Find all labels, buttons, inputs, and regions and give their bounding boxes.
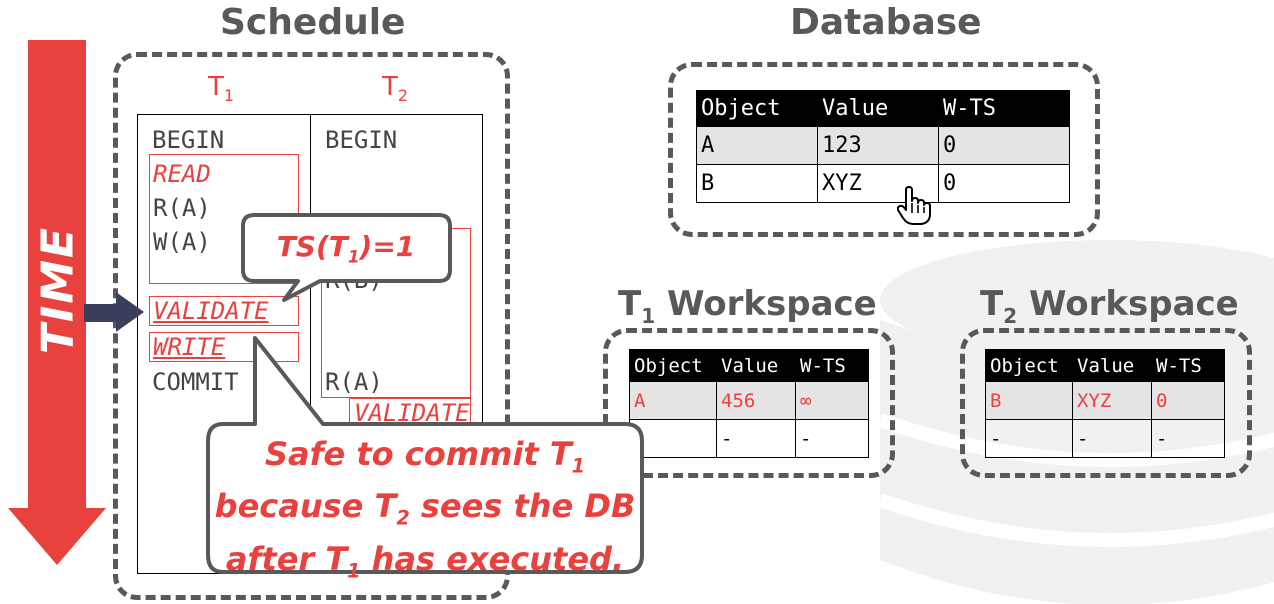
t1-write-a: W(A) — [153, 228, 211, 256]
db-cell: 0 — [938, 164, 1070, 203]
t1-write-phase-box — [149, 332, 299, 362]
t2-ws-cell: B — [985, 381, 1073, 420]
t1-validate-label: VALIDATE — [153, 297, 269, 325]
current-step-arrow — [84, 292, 144, 332]
t2-workspace-table: Object Value W-TS B XYZ 0 - - - — [985, 349, 1225, 458]
db-header-wts: W-TS — [938, 90, 1070, 127]
time-label: TIME — [32, 225, 84, 355]
t2-ws-header-value: Value — [1072, 349, 1152, 382]
t1-read-phase-label: READ — [153, 160, 211, 188]
t1-ws-header-wts: W-TS — [795, 349, 869, 382]
t1-ws-header-object: Object — [629, 349, 717, 382]
timestamp-callout-bubble — [241, 213, 452, 302]
t1-read-a: R(A) — [153, 194, 211, 222]
schedule-title: Schedule — [220, 2, 406, 43]
t1-validate-phase-box — [149, 296, 299, 326]
db-cell: A — [696, 126, 818, 165]
t1-write-label: WRITE — [153, 333, 226, 361]
t1-ws-header-value: Value — [716, 349, 796, 382]
t1-workspace-title: T1 Workspace — [618, 284, 877, 328]
t1-begin: BEGIN — [152, 126, 225, 154]
database-table: Object Value W-TS A 123 0 B XYZ 0 — [696, 90, 1070, 203]
timestamp-callout-text: TS(T1)=1 — [276, 230, 416, 267]
t1-ws-cell: A — [629, 381, 717, 420]
t2-begin: BEGIN — [325, 126, 398, 154]
db-cell: XYZ — [817, 164, 939, 203]
table-row: B XYZ 0 — [696, 164, 1070, 203]
t2-ws-header-wts: W-TS — [1151, 349, 1225, 382]
t1-ws-cell: - — [795, 419, 869, 458]
db-header-object: Object — [696, 90, 818, 127]
safe-commit-callout-bubble — [206, 336, 644, 574]
table-row: B XYZ 0 — [985, 381, 1225, 420]
schedule-column-divider — [310, 115, 311, 573]
db-cell: 0 — [938, 126, 1070, 165]
table-row: - - - — [985, 419, 1225, 458]
t2-ws-header-object: Object — [985, 349, 1073, 382]
table-row: - - - — [629, 419, 869, 458]
hand-cursor-icon — [897, 186, 931, 225]
t2-ws-cell: - — [1072, 419, 1152, 458]
t1-header: T1 — [208, 72, 235, 106]
t1-commit: COMMIT — [152, 368, 239, 396]
t2-ws-cell: XYZ — [1072, 381, 1152, 420]
table-row: A 123 0 — [696, 126, 1070, 165]
safe-commit-line-3: after T1 has executed. — [225, 539, 625, 583]
t1-ws-cell: 456 — [716, 381, 796, 420]
t2-workspace-title: T2 Workspace — [980, 284, 1239, 328]
database-title: Database — [790, 2, 982, 43]
db-cell: 123 — [817, 126, 939, 165]
db-cell: B — [696, 164, 818, 203]
table-row: A 456 ∞ — [629, 381, 869, 420]
safe-commit-callout-text: Safe to commit T1 because T2 sees the DB… — [210, 434, 640, 591]
t1-workspace-container — [603, 328, 895, 478]
schedule-container — [113, 52, 510, 600]
time-arrow — [8, 40, 106, 565]
safe-commit-line-2: because T2 sees the DB — [214, 487, 636, 530]
t2-ws-cell: - — [1151, 419, 1225, 458]
t1-ws-cell: ∞ — [795, 381, 869, 420]
db-header-value: Value — [817, 90, 939, 127]
t1-workspace-table: Object Value W-TS A 456 ∞ - - - — [629, 349, 869, 458]
safe-commit-line-1: Safe to commit T1 — [264, 435, 586, 478]
t1-ws-cell: - — [716, 419, 796, 458]
t2-read-a: R(A) — [325, 368, 383, 396]
t2-ws-cell: 0 — [1151, 381, 1225, 420]
database-container — [668, 62, 1100, 237]
t2-workspace-container — [960, 328, 1252, 478]
t2-ws-cell: - — [985, 419, 1073, 458]
t2-header: T2 — [382, 72, 409, 106]
